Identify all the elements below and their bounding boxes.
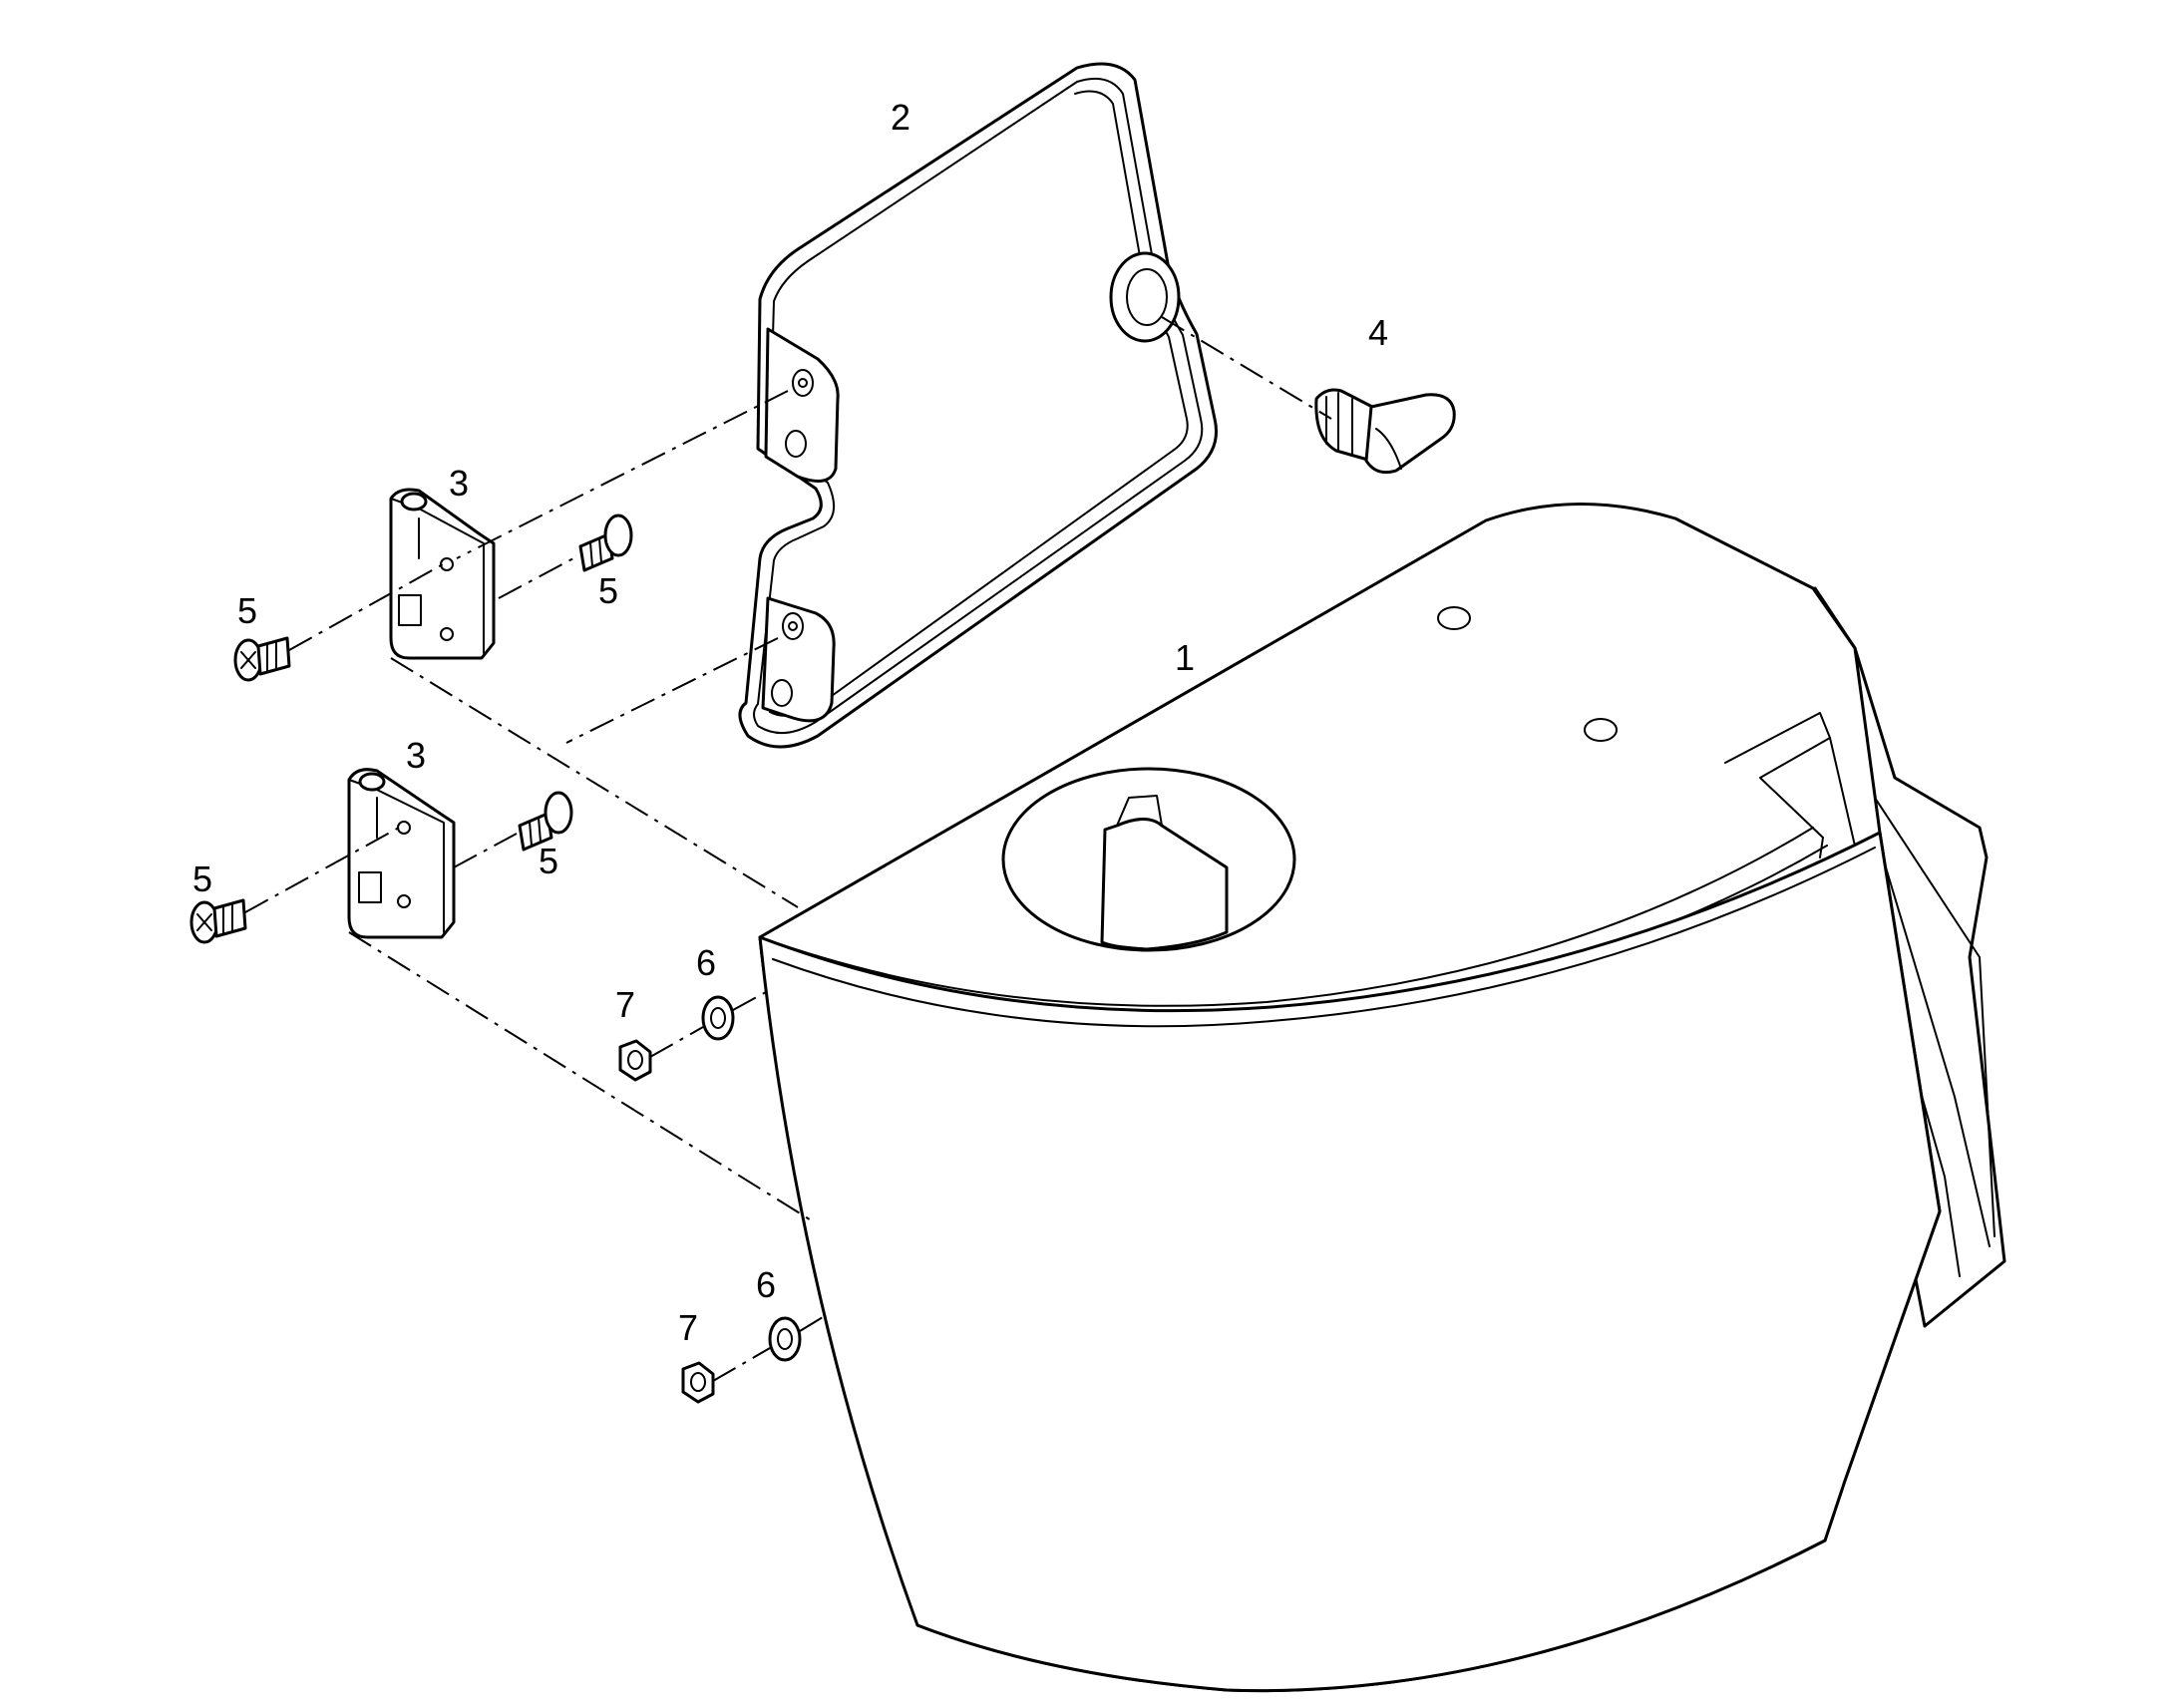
screw-upper-left-part (233, 636, 291, 682)
callout-screw-upper-right: 5 (598, 570, 618, 611)
nut-lower-part (681, 1361, 715, 1404)
assembly-leader-lines (244, 316, 1332, 1382)
callout-hinge-lower: 3 (406, 735, 426, 776)
callout-cable-gland: 4 (1368, 312, 1388, 353)
callout-nut-upper: 7 (615, 984, 635, 1025)
callout-nut-lower: 7 (678, 1307, 698, 1348)
screw-lower-left-part (189, 898, 247, 944)
callout-housing: 1 (1175, 637, 1195, 678)
nut-upper-part (618, 1039, 652, 1082)
washer-upper-part (701, 995, 735, 1041)
cable-gland-part (1314, 388, 1456, 475)
callout-screw-lower-left: 5 (192, 858, 212, 899)
hinge-upper-part (389, 488, 496, 660)
callout-screw-upper-left: 5 (237, 590, 257, 631)
callout-cover-plate: 2 (891, 97, 910, 138)
callout-washer-upper: 6 (696, 942, 716, 983)
housing-part (758, 503, 2006, 1693)
callout-hinge-upper: 3 (449, 463, 469, 504)
washer-lower-part (768, 1316, 802, 1362)
callout-washer-lower: 6 (756, 1264, 776, 1305)
screw-upper-right-part (578, 513, 633, 572)
hinge-lower-part (347, 768, 456, 939)
screw-lower-right-part (518, 791, 573, 852)
cover-plate-part (738, 62, 1218, 749)
callout-screw-lower-right: 5 (539, 841, 558, 881)
